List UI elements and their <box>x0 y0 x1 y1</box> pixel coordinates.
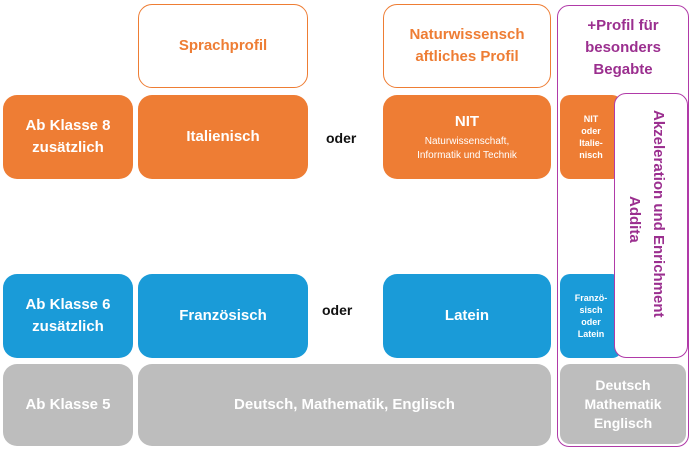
row8-label: Ab Klasse 8 zusätzlich <box>3 95 133 179</box>
row5-small-line3: Englisch <box>593 414 653 431</box>
row8-label-line1: Ab Klasse 8 <box>25 117 111 134</box>
row8-oder: oder <box>326 130 357 146</box>
row5-subjects-box: Deutsch, Mathematik, Englisch <box>138 364 551 446</box>
row8-label-line2: zusätzlich <box>32 139 104 156</box>
akzeleration-text: Akzeleration und Enrichment <box>648 110 668 340</box>
nit-subtitle-line1: Naturwissenschaft, <box>424 136 510 147</box>
nit-box: NIT Naturwissenschaft, Informatik und Te… <box>383 95 551 179</box>
begabte-profil-header: +Profil für besonders Begabte <box>560 8 686 88</box>
row6-small-line2: sisch <box>579 305 603 315</box>
nit-subtitle-line2: Informatik und Technik <box>417 150 517 161</box>
begabte-column-frame <box>557 5 689 447</box>
row5-small-box: Deutsch Mathematik Englisch <box>560 364 686 444</box>
row8-small-line2: oder <box>581 126 601 136</box>
row8-small-line1: NIT <box>583 114 599 124</box>
row6-small-line3: oder <box>581 317 601 327</box>
row6-small-line4: Latein <box>577 329 605 339</box>
natur-label-line2: aftliches Profil <box>415 48 519 65</box>
row5-label: Ab Klasse 5 <box>3 364 133 446</box>
addita-text: Addita <box>624 196 644 243</box>
italienisch-box: Italienisch <box>138 95 308 179</box>
italienisch-label: Italienisch <box>186 128 260 145</box>
row6-oder: oder <box>322 302 353 318</box>
row6-small-box: Franzö- sisch oder Latein <box>560 274 622 358</box>
row8-small-box: NIT oder Italie- nisch <box>560 95 622 179</box>
row5-small-line2: Mathematik <box>584 395 662 412</box>
row6-label-line2: zusätzlich <box>32 318 104 335</box>
row6-label-line1: Ab Klasse 6 <box>25 296 111 313</box>
natur-label-line1: Naturwissensch <box>409 26 525 43</box>
row5-label-text: Ab Klasse 5 <box>25 396 111 413</box>
nit-title: NIT <box>454 113 480 130</box>
naturwissenschaftliches-profil-header: Naturwissensch aftliches Profil <box>383 4 551 88</box>
franzoesisch-box: Französisch <box>138 274 308 358</box>
addita-line: Addita <box>626 196 643 243</box>
row6-label: Ab Klasse 6 zusätzlich <box>3 274 133 358</box>
sprachprofil-header: Sprachprofil <box>138 4 308 88</box>
begabte-line3: Begabte <box>593 61 653 78</box>
akzeleration-box <box>614 93 688 358</box>
row5-small-line1: Deutsch <box>595 376 651 393</box>
latein-box: Latein <box>383 274 551 358</box>
franzoesisch-label: Französisch <box>179 307 267 324</box>
sprachprofil-label: Sprachprofil <box>178 37 268 54</box>
akzeleration-line1: Akzeleration und Enrichment <box>650 110 667 318</box>
row8-small-line3: Italie- <box>579 138 603 148</box>
begabte-line2: besonders <box>585 39 661 56</box>
begabte-line1: +Profil für <box>587 17 659 34</box>
row8-small-line4: nisch <box>579 150 603 160</box>
latein-label: Latein <box>444 307 490 324</box>
row6-small-line1: Franzö- <box>574 293 608 303</box>
row5-subjects-text: Deutsch, Mathematik, Englisch <box>234 396 455 413</box>
